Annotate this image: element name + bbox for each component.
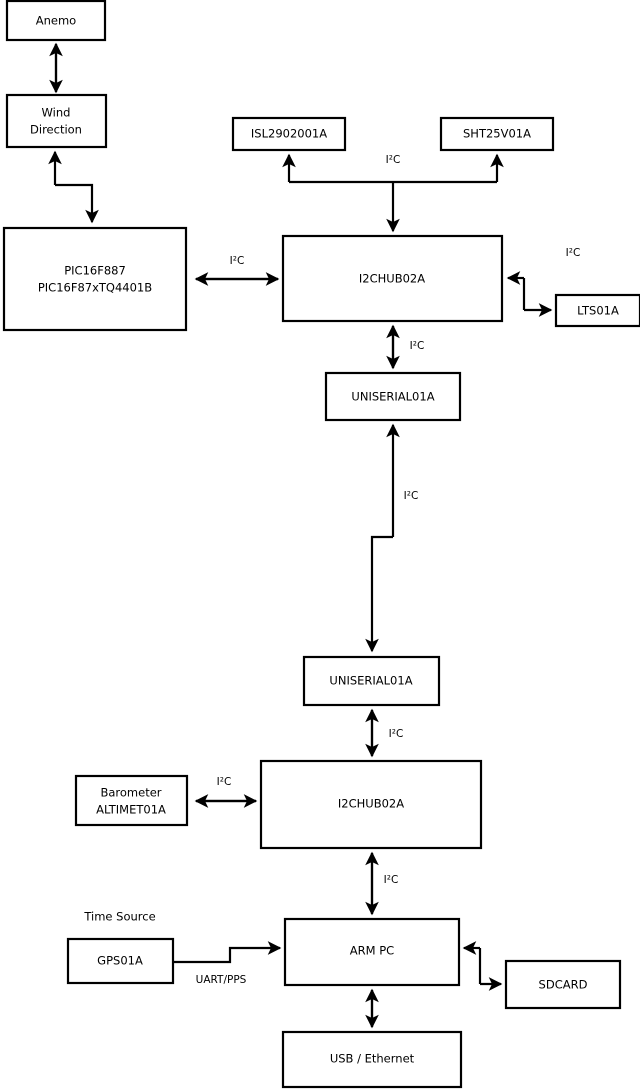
node-anemo[interactable]: Anemo: [5, 0, 107, 42]
free-labels-layer: Time Source: [83, 910, 155, 924]
node-i2chub02a-bottom[interactable]: I2CHUB02A: [259, 759, 483, 850]
node-uniserial01a-upper[interactable]: UNISERIAL01A: [324, 371, 462, 422]
node-label-uniserial01a-lower: UNISERIAL01A: [329, 674, 412, 688]
node-label-sdcard: SDCARD: [539, 978, 588, 992]
edge-label-gps-armpc: UART/PPS: [196, 974, 247, 986]
node-isl2902001a[interactable]: ISL2902001A: [231, 116, 347, 152]
edge-label-hub-lts: I²C: [566, 247, 581, 259]
node-label-isl2902001a: ISL2902001A: [251, 127, 327, 141]
edge-label-uniserial2-hub2: I²C: [389, 728, 404, 740]
node-label-usb-ethernet: USB / Ethernet: [330, 1052, 415, 1066]
node-label-anemo: Anemo: [36, 14, 76, 28]
edge-uni1-to-uni2-down: [365, 535, 393, 653]
node-label-gps01a: GPS01A: [97, 954, 143, 968]
edge-label-pic-hub: I²C: [230, 255, 245, 267]
node-label-arm-pc: ARM PC: [350, 944, 394, 958]
node-sht25v01a[interactable]: SHT25V01A: [439, 116, 555, 152]
node-i2chub02a-top[interactable]: I2CHUB02A: [281, 234, 504, 323]
edge-label-barometer-hub2: I²C: [217, 776, 232, 788]
node-label-i2chub02a-bottom: I2CHUB02A: [338, 797, 404, 811]
node-lts01a[interactable]: LTS01A: [554, 293, 640, 328]
node-wind-direction[interactable]: Wind Direction: [5, 93, 108, 149]
edge-pic-to-wind-path: [55, 183, 99, 224]
node-label-i2chub02a-top: I2CHUB02A: [359, 272, 425, 286]
node-barometer-altimet01a[interactable]: Barometer ALTIMET01A: [74, 774, 189, 827]
node-label-sht25v01a: SHT25V01A: [463, 127, 531, 141]
node-label-wind-direction-line2: Direction: [30, 123, 82, 137]
label-time-source: Time Source: [83, 910, 155, 924]
node-gps01a[interactable]: GPS01A: [66, 937, 175, 985]
node-label-uniserial01a-upper: UNISERIAL01A: [351, 390, 434, 404]
edge-label-hub-uniserial1: I²C: [410, 340, 425, 352]
edges-layer: [48, 42, 553, 1029]
edge-gps-to-armpc: [173, 941, 282, 964]
node-label-lts01a: LTS01A: [577, 304, 619, 318]
node-label-pic-line2: PIC16F87xTQ4401B: [38, 281, 152, 295]
node-pic-microcontroller[interactable]: PIC16F887 PIC16F87xTQ4401B: [2, 226, 188, 332]
node-label-barometer-line2: ALTIMET01A: [96, 803, 166, 817]
node-arm-pc[interactable]: ARM PC: [283, 917, 461, 987]
edge-label-uniserial1-uniserial2: I²C: [404, 490, 419, 502]
edge-label-hub2-armpc: I²C: [384, 874, 399, 886]
node-label-wind-direction-line1: Wind: [42, 106, 71, 120]
node-label-barometer-line1: Barometer: [100, 786, 161, 800]
edge-labels-layer: I²C I²C I²C I²C I²C I²C I²C I²C UART/PPS: [196, 154, 581, 986]
node-label-pic-line1: PIC16F887: [64, 264, 126, 278]
node-usb-ethernet[interactable]: USB / Ethernet: [281, 1030, 463, 1089]
node-sdcard[interactable]: SDCARD: [504, 959, 622, 1010]
edge-label-hub-sensors: I²C: [386, 154, 401, 166]
node-uniserial01a-lower[interactable]: UNISERIAL01A: [302, 655, 441, 707]
